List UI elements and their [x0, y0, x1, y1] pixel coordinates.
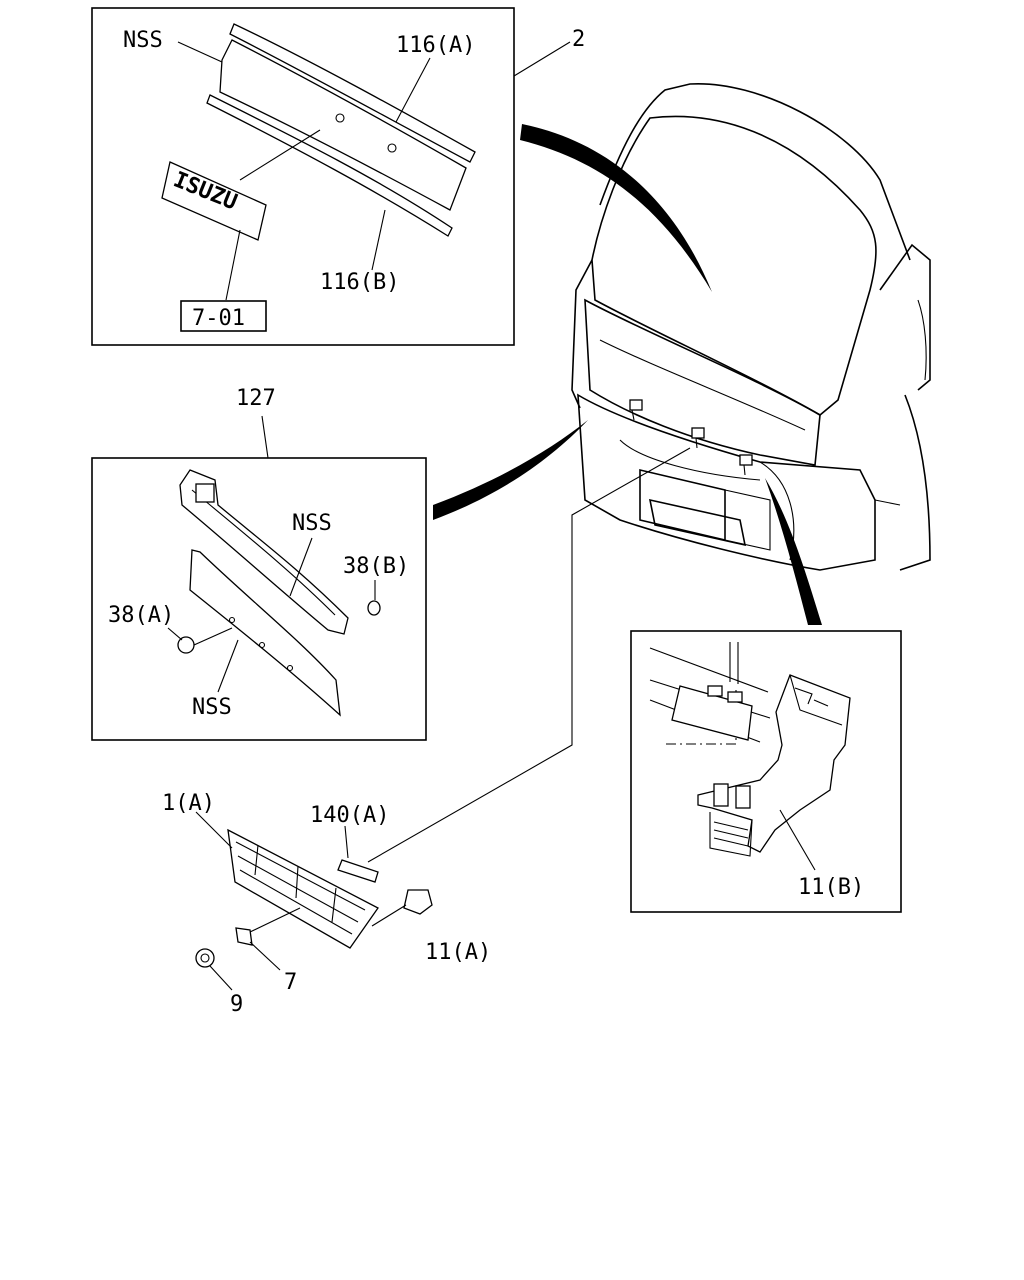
- label-116a[interactable]: 116(A): [396, 33, 475, 58]
- label-7-01[interactable]: 7-01: [192, 306, 245, 331]
- detail-box-middle: [91, 457, 427, 741]
- label-7[interactable]: 7: [284, 970, 297, 995]
- vehicle-front-outline: [571, 83, 931, 571]
- grille-assembly: [195, 447, 691, 991]
- label-140a[interactable]: 140(A): [310, 803, 389, 828]
- label-1a[interactable]: 1(A): [162, 791, 215, 816]
- label-2[interactable]: 2: [572, 27, 585, 52]
- reference-box-7-01[interactable]: [180, 300, 267, 332]
- label-11b[interactable]: 11(B): [798, 875, 864, 900]
- label-nss-upper[interactable]: NSS: [292, 511, 332, 536]
- label-116b[interactable]: 116(B): [320, 270, 399, 295]
- part-7: [235, 927, 253, 946]
- detail-box-right: [630, 630, 902, 913]
- leader-127: [261, 415, 269, 459]
- leader-2: [513, 41, 571, 77]
- label-11a[interactable]: 11(A): [425, 940, 491, 965]
- label-38a[interactable]: 38(A): [108, 603, 174, 628]
- pointer-arcs: [433, 124, 822, 625]
- label-nss-top[interactable]: NSS: [123, 28, 163, 53]
- part-11a: [403, 889, 433, 915]
- part-9: [195, 948, 215, 968]
- fastener-38b: [367, 600, 381, 616]
- detail-box-upper: ISUZU: [91, 7, 515, 346]
- label-9[interactable]: 9: [230, 992, 243, 1017]
- fastener-38a: [177, 636, 195, 654]
- label-127[interactable]: 127: [236, 386, 276, 411]
- callout-labels: 2 NSS 116(A) 116(B) 7-01 127 NSS 38(B) 3…: [108, 27, 864, 1017]
- label-nss-lower[interactable]: NSS: [192, 695, 232, 720]
- label-38b[interactable]: 38(B): [343, 554, 409, 579]
- part-140a: [337, 859, 379, 883]
